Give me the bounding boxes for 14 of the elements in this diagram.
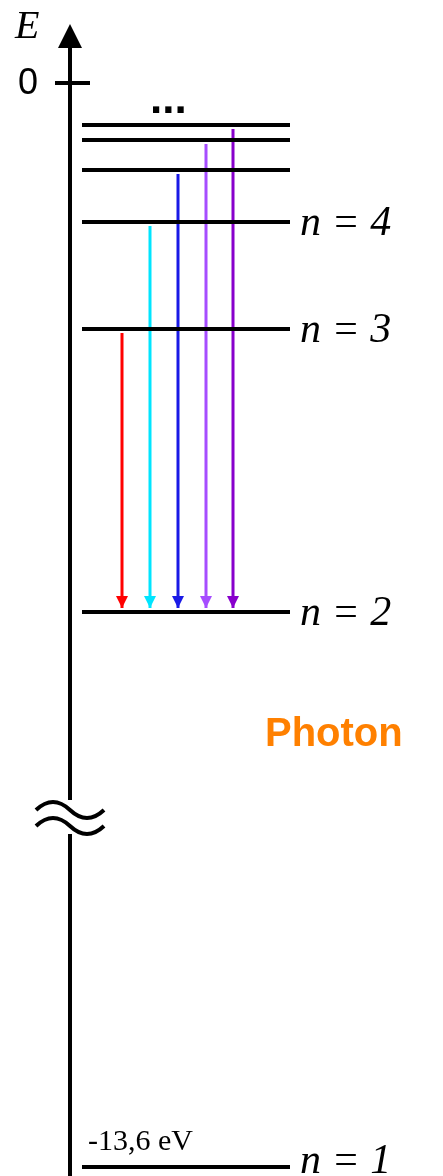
energy-value-label: -13,6 eV: [88, 1125, 193, 1155]
photon-label: Photon: [265, 712, 403, 752]
transition-arrow: [200, 144, 212, 608]
quantum-number-label: n = 2: [300, 590, 392, 632]
transition-arrow: [144, 226, 156, 608]
axis-tick-label: 0: [18, 64, 39, 100]
axis-label: E: [15, 5, 40, 45]
transition-arrow: [227, 129, 239, 608]
transition-arrow: [172, 174, 184, 608]
quantum-number-label: n = 1: [300, 1138, 392, 1176]
quantum-number-label: n = 3: [300, 307, 392, 349]
ellipsis: ...: [150, 76, 187, 120]
transition-arrow: [116, 333, 128, 608]
quantum-number-label: n = 4: [300, 200, 392, 242]
